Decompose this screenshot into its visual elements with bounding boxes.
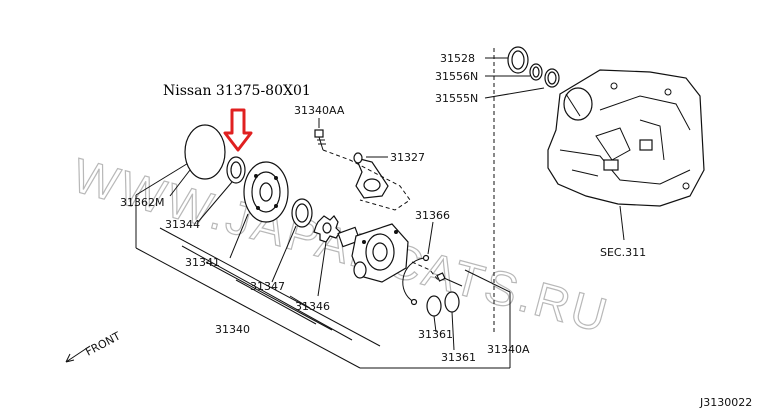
watermark-text: WWW.JAPANCATS.RU [67, 149, 615, 343]
seal-ring-31556n [529, 63, 543, 81]
label-31327: 31327 [390, 151, 425, 164]
label-31340a: 31340A [487, 343, 530, 356]
label-31366: 31366 [415, 209, 450, 222]
bolt-31340a [436, 272, 463, 287]
label-31555n: 31555N [435, 92, 478, 105]
gasket-31362m [184, 124, 226, 180]
front-direction-indicator: FRONT [65, 329, 123, 363]
pump-cover-31340 [337, 223, 409, 283]
seal-ring-31555n [544, 68, 560, 88]
o-ring-31361-b [444, 291, 460, 313]
valve-bracket-31327 [353, 152, 389, 199]
label-sec311: SEC.311 [600, 246, 646, 259]
dashed-guide-lower [411, 261, 439, 281]
label-31361-a: 31361 [418, 328, 453, 341]
label-31528: 31528 [440, 52, 475, 65]
part-number-note: Nissan 31375-80X01 [163, 83, 311, 99]
oil-seal-31344 [226, 156, 246, 184]
pump-housing-31341 [243, 161, 289, 223]
label-31362m: 31362M [120, 196, 164, 209]
snap-ring-31366 [402, 254, 430, 306]
inner-gear-31346 [313, 215, 341, 243]
label-31556n: 31556N [435, 70, 478, 83]
highlight-arrow-icon [223, 108, 253, 152]
label-31340aa: 31340AA [294, 104, 345, 117]
label-31347: 31347 [250, 280, 285, 293]
label-31361-b: 31361 [441, 351, 476, 364]
dashed-guide-upper [322, 149, 411, 211]
assembly-frame-lines [135, 161, 511, 369]
label-31346: 31346 [295, 300, 330, 313]
label-31340: 31340 [215, 323, 250, 336]
label-diagram-code: J3130022 [699, 396, 752, 409]
transmission-case-sec311 [547, 69, 705, 207]
label-31344: 31344 [165, 218, 200, 231]
outer-gear-31347 [291, 198, 313, 228]
o-ring-31361-a [426, 295, 442, 317]
label-31341: 31341 [185, 256, 220, 269]
front-arrow-icon [65, 345, 91, 363]
front-label: FRONT [83, 329, 123, 358]
bolt-31340aa [314, 129, 326, 151]
seal-ring-31528 [507, 46, 529, 74]
